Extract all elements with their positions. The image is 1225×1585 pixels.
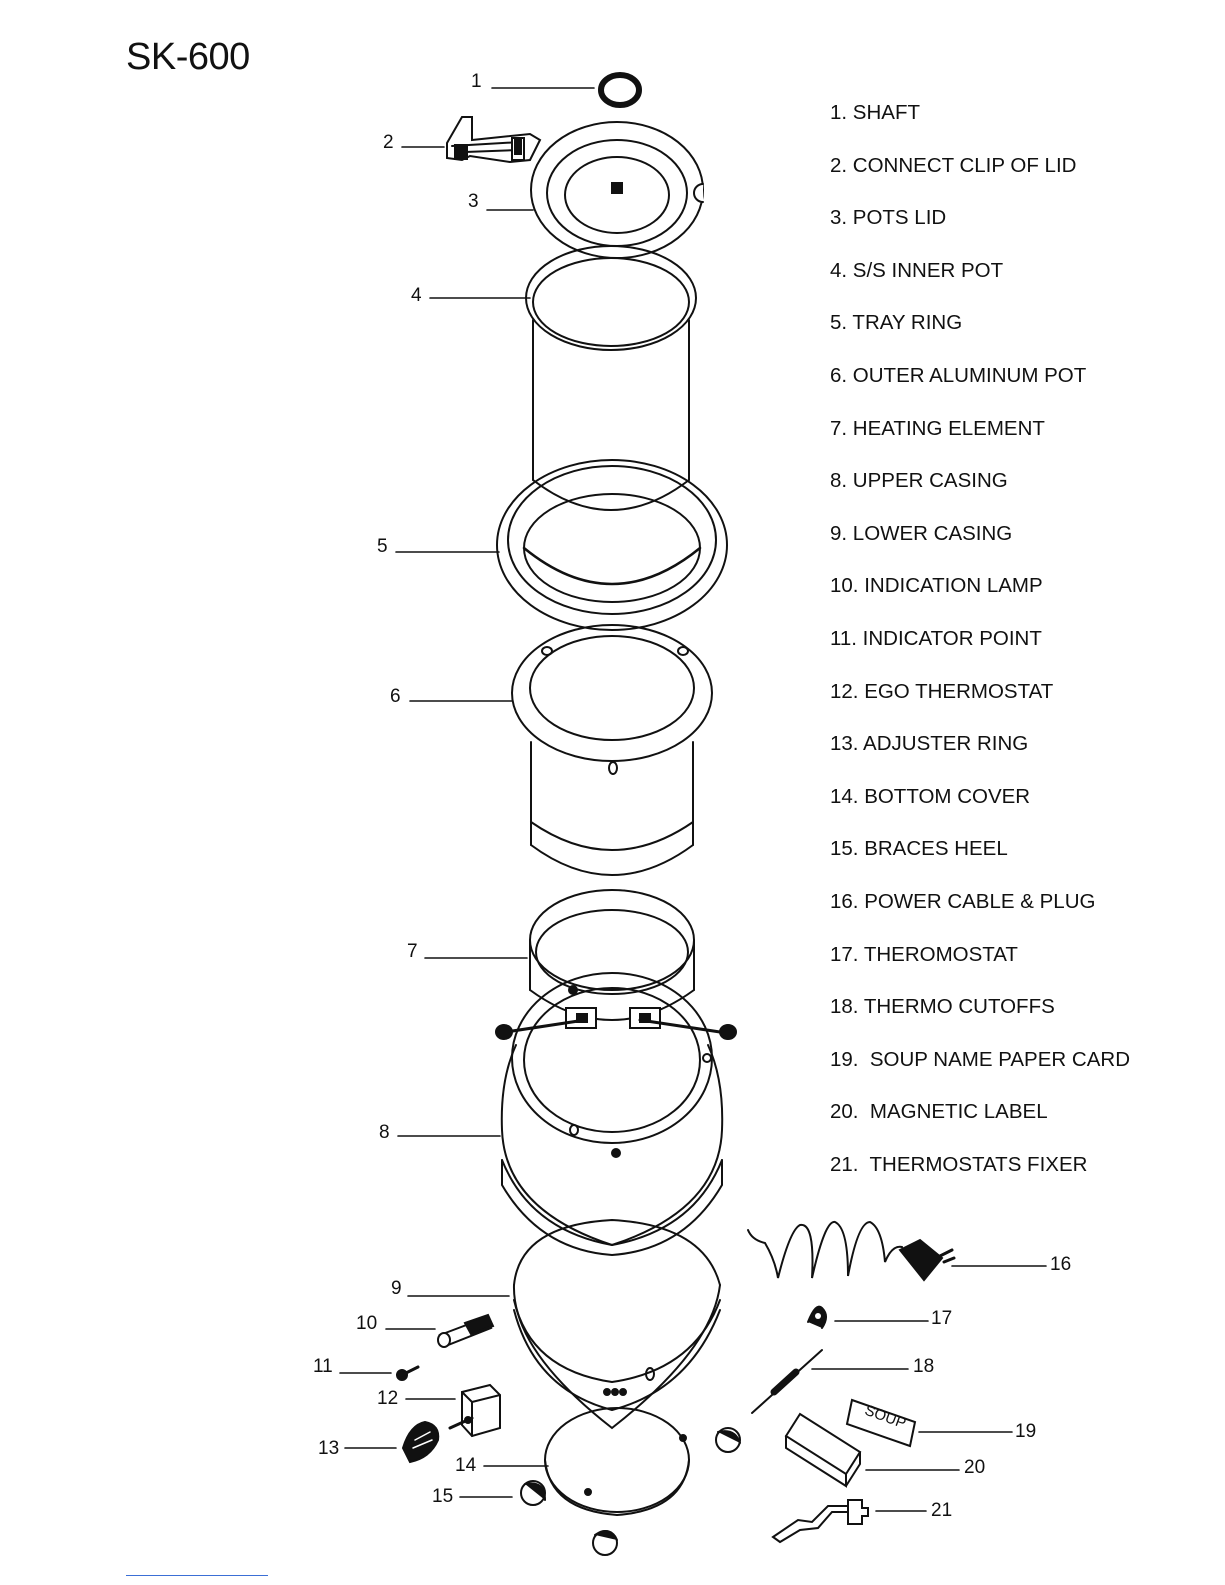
- callout-3: 3: [468, 191, 479, 212]
- part-shaft: [598, 72, 642, 108]
- part-soup-card: SOUP: [845, 1398, 917, 1448]
- part-connect-clip: [446, 116, 542, 164]
- part-thermo-cutoffs: [751, 1349, 823, 1414]
- legend-item: 1. SHAFT: [830, 101, 920, 124]
- legend-item: 13. ADJUSTER RING: [830, 732, 1029, 756]
- legend-item: 19. SOUP NAME PAPER CARD: [830, 1047, 1130, 1071]
- callout-7: 7: [407, 941, 418, 962]
- callout-16: 16: [1050, 1254, 1071, 1275]
- legend-item: 4. S/S INNER POT: [830, 258, 1004, 282]
- legend-item: 6. OUTER ALUMINUM POT: [830, 363, 1087, 387]
- callout-20: 20: [964, 1457, 985, 1478]
- part-bottom-cover: [544, 1407, 690, 1517]
- part-power-cable: [747, 1220, 956, 1282]
- page-title: SK-600: [126, 36, 250, 78]
- legend-item: 3. POTS LID: [830, 206, 947, 230]
- callout-12: 12: [377, 1388, 398, 1409]
- legend-item: 9. LOWER CASING: [830, 521, 1013, 545]
- callout-18: 18: [913, 1356, 934, 1377]
- legend-item: 7. HEATING ELEMENT: [830, 416, 1045, 440]
- callout-10: 10: [356, 1313, 377, 1334]
- callout-5: 5: [377, 536, 388, 557]
- part-adjuster-ring: [401, 1420, 440, 1464]
- legend-item: 5. TRAY RING: [830, 311, 963, 335]
- callout-6: 6: [390, 686, 401, 707]
- part-thermostats-fixer: [771, 1499, 869, 1544]
- footer-divider: [126, 1575, 268, 1576]
- callout-17: 17: [931, 1308, 952, 1329]
- callout-13: 13: [318, 1438, 339, 1459]
- part-tray-ring: [496, 459, 728, 631]
- legend-item: 21. THERMOSTATS FIXER: [830, 1152, 1088, 1176]
- callout-4: 4: [411, 285, 422, 306]
- part-inner-pot: [525, 245, 697, 511]
- legend-item: 20. MAGNETIC LABEL: [830, 1100, 1048, 1124]
- legend-item: 17. THEROMOSTAT: [830, 942, 1018, 966]
- callout-21: 21: [931, 1500, 952, 1521]
- legend-item: 12. EGO THERMOSTAT: [830, 679, 1054, 703]
- legend-item: 18. THERMO CUTOFFS: [830, 995, 1055, 1019]
- part-magnetic-label: [784, 1412, 862, 1488]
- callout-9: 9: [391, 1278, 402, 1299]
- callout-11: 11: [313, 1356, 333, 1377]
- legend-item: 11. INDICATOR POINT: [830, 626, 1042, 650]
- legend-item: 8. UPPER CASING: [830, 469, 1008, 493]
- callout-2: 2: [383, 132, 394, 153]
- part-ego-thermostat: [448, 1383, 501, 1438]
- part-indication-lamp: [437, 1313, 495, 1348]
- callout-1: 1: [471, 71, 482, 92]
- part-theromostat: [807, 1305, 827, 1329]
- parts-legend: 1. SHAFT 2. CONNECT CLIP OF LID 3. POTS …: [830, 100, 1130, 1204]
- callout-numbers: 1 2 3 4 5 6 7 8 9 10 11 12 13 14 15 16 1…: [313, 71, 1071, 1521]
- callout-19: 19: [1015, 1421, 1036, 1442]
- legend-item: 10. INDICATION LAMP: [830, 574, 1043, 598]
- part-outer-aluminum-pot: [511, 624, 713, 876]
- legend-item: 15. BRACES HEEL: [830, 837, 1008, 861]
- part-upper-casing: [500, 972, 724, 1257]
- callout-14: 14: [455, 1455, 477, 1476]
- callout-15: 15: [432, 1486, 453, 1507]
- callout-8: 8: [379, 1122, 390, 1143]
- part-indicator-point: [396, 1365, 420, 1381]
- leader-lines: [339, 87, 1047, 1512]
- part-braces-heel: [520, 1427, 741, 1556]
- legend-item: 16. POWER CABLE & PLUG: [830, 889, 1096, 913]
- legend-item: 14. BOTTOM COVER: [830, 784, 1031, 808]
- part-pots-lid: [530, 121, 704, 259]
- part-lower-casing: [512, 1218, 721, 1430]
- legend-item: 2. CONNECT CLIP OF LID: [830, 153, 1077, 177]
